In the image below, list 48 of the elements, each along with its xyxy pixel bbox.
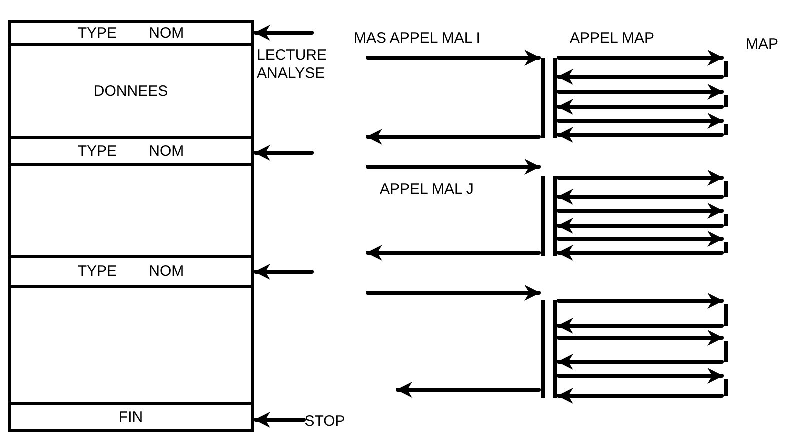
arrow	[557, 127, 724, 143]
arrow	[557, 84, 724, 100]
arrow	[557, 293, 724, 309]
arrow	[254, 412, 306, 428]
arrow	[557, 189, 724, 205]
arrow	[557, 218, 724, 234]
edge-label: APPEL MAP	[570, 30, 654, 48]
arrow	[557, 99, 724, 115]
arrow	[557, 318, 724, 334]
arrow	[254, 25, 314, 41]
table-row	[8, 163, 254, 258]
stop-label: STOP	[306, 411, 344, 431]
edge-label: MAS APPEL MAL I	[354, 30, 480, 48]
arrow	[557, 231, 724, 247]
arrow	[366, 245, 541, 261]
table-row	[8, 43, 254, 139]
row-label: FIN	[118, 410, 144, 424]
arrow	[557, 113, 724, 129]
row-label: TYPE NOM	[78, 264, 184, 279]
arrow	[557, 245, 724, 261]
arrow	[557, 368, 724, 384]
table-row	[8, 285, 254, 405]
arrow	[254, 145, 314, 161]
double-bar	[541, 300, 557, 398]
note-label: MAP	[746, 36, 779, 54]
row-label: DONNEES	[94, 84, 168, 98]
arrow	[557, 170, 724, 186]
arrow	[557, 69, 724, 85]
double-bar	[541, 176, 557, 256]
double-bar	[541, 58, 557, 138]
table-row	[8, 402, 254, 432]
arrow	[557, 203, 724, 219]
arrow	[557, 50, 724, 66]
arrow	[366, 50, 541, 66]
arrow	[557, 354, 724, 370]
arrow	[366, 129, 541, 145]
arrow	[396, 382, 541, 398]
arrow	[557, 388, 724, 404]
arrow	[366, 285, 541, 301]
arrow	[366, 159, 541, 175]
table-row	[8, 136, 254, 166]
edge-label: APPEL MAL J	[380, 181, 474, 199]
table-row	[8, 255, 254, 288]
row-label: TYPE NOM	[78, 144, 184, 158]
arrow	[254, 264, 314, 280]
arrow	[557, 330, 724, 346]
note-label: LECTURE ANALYSE	[257, 47, 328, 83]
row-label: TYPE NOM	[78, 26, 184, 40]
